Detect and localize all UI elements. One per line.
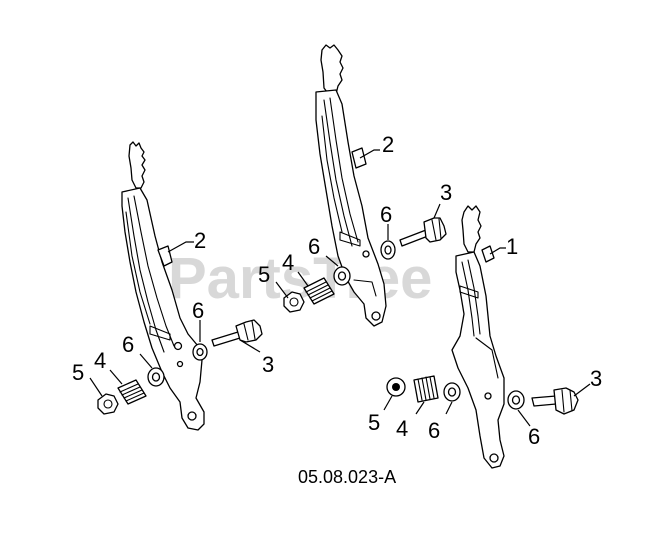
left-nut [97, 393, 119, 415]
middle-washer-inner [333, 266, 351, 286]
right-washer-inner [443, 382, 461, 402]
left-lever [121, 141, 205, 431]
left-washer-outer [192, 343, 208, 361]
right-bolt [531, 387, 579, 415]
left-washer-inner [147, 367, 165, 387]
callout-middle-spring: 4 [282, 250, 294, 275]
callout-right-nut: 5 [368, 410, 380, 435]
callout-right-washer-outer: 6 [528, 424, 540, 449]
middle-nut [283, 291, 305, 313]
diagram-code: 05.08.023-A [298, 467, 396, 487]
callout-left-bolt: 3 [262, 352, 274, 377]
middle-spring [303, 277, 335, 305]
callout-left-nut: 5 [72, 360, 84, 385]
callout-left-spring: 4 [94, 348, 106, 373]
middle-washer-outer [380, 240, 396, 260]
right-nut [386, 377, 406, 397]
leader-lines [89, 149, 591, 427]
callout-left-washer-inner: 6 [122, 332, 134, 357]
callout-right-spring: 4 [396, 416, 408, 441]
left-bolt [211, 319, 263, 347]
callout-middle-bolt: 3 [440, 180, 452, 205]
callout-middle-washer-outer: 6 [380, 202, 392, 227]
callout-middle-nut: 5 [258, 262, 270, 287]
middle-bolt [399, 217, 447, 247]
right-washer-outer [507, 390, 525, 410]
right-lever [451, 205, 505, 469]
callout-right-washer-inner: 6 [428, 418, 440, 443]
callout-middle-lever: 2 [382, 132, 394, 157]
middle-lever [315, 44, 387, 327]
left-spring [117, 379, 147, 405]
right-spring [413, 375, 439, 403]
callout-left-lever: 2 [194, 228, 206, 253]
callout-right-bolt: 3 [590, 366, 602, 391]
callout-left-washer-outer: 6 [192, 298, 204, 323]
callout-right-lever: 1 [506, 234, 518, 259]
callout-middle-washer-inner: 6 [308, 234, 320, 259]
